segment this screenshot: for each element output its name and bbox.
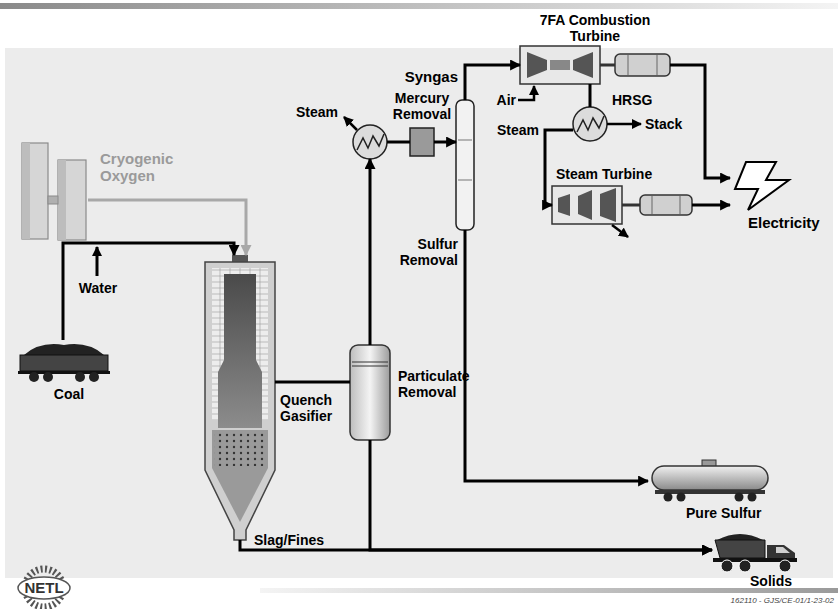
process-stream: [387, 141, 410, 144]
electricity-output: Electricity: [730, 160, 792, 212]
combustion-turbine-icon: [520, 46, 670, 84]
process-stream: [434, 141, 456, 144]
process-stream: [370, 440, 712, 550]
coal-feed: Coal: [18, 340, 110, 382]
steam-outlet-arrow: [344, 117, 357, 130]
logo-text: NETL: [14, 579, 74, 596]
steam-turbine-icon: [552, 186, 692, 224]
stream-label: Steam: [489, 122, 539, 138]
component-label: Steam: [286, 104, 338, 120]
component-label: Particulate Removal: [398, 368, 486, 400]
component-label: 7FA Combustion Turbine: [525, 12, 665, 44]
process-stream: [275, 381, 350, 384]
air-inlet-line: [518, 86, 534, 100]
component-label: Electricity: [748, 214, 834, 231]
component-label: Sulfur Removal: [392, 236, 458, 268]
oxygen-plant-icon: [22, 143, 86, 240]
sulfur-column-icon: [456, 100, 474, 230]
stream-label: Syngas: [392, 68, 458, 85]
stream-label: Slag/Fines: [254, 532, 338, 548]
component-label: HRSG: [612, 92, 658, 108]
drawing-number: 162110 - GJS/CE-01/1-23-02: [690, 596, 834, 606]
air-separation-unit: Cryogenic Oxygen: [20, 143, 88, 240]
sulfur-product: Pure Sulfur: [648, 460, 772, 502]
component-label: Pure Sulfur: [686, 505, 776, 521]
hrsg: HRSG: [573, 107, 607, 141]
quench-gasifier: Quench Gasifier: [205, 255, 275, 540]
water-arrow: [96, 247, 99, 276]
header-bar: [0, 3, 838, 9]
component-label: Quench Gasifier: [280, 392, 348, 424]
solids-product: Solids: [712, 532, 802, 572]
component-label: Solids: [750, 573, 808, 589]
particulate-filter: Particulate Removal: [350, 345, 390, 440]
mercury-removal: Mercury Removal: [410, 128, 434, 156]
component-label: Cryogenic Oxygen: [100, 150, 190, 184]
stream-label: Water: [72, 280, 124, 296]
sulfur-tankcar-icon: [652, 460, 768, 502]
sulfur-removal-column: Sulfur Removal: [456, 100, 474, 230]
diagram-ground: [5, 48, 833, 578]
process-stream: [88, 200, 246, 255]
heat-exchanger-icon: [353, 125, 387, 159]
steam-exhaust-arrow: [612, 225, 628, 237]
solids-truck-icon: [713, 534, 797, 572]
combustion-turbine: 7FA Combustion Turbine: [520, 46, 670, 84]
process-stream: [692, 204, 730, 207]
lightning-bolt-icon: [735, 162, 789, 210]
stack-arrow: [607, 123, 641, 126]
hrsg-icon: [573, 107, 607, 141]
particulate-filter-vessel: [350, 345, 390, 440]
component-label: Steam Turbine: [556, 166, 668, 182]
component-label: Mercury Removal: [386, 90, 458, 122]
syngas-cooler: Steam: [353, 125, 387, 159]
steam-turbine: Steam Turbine: [552, 186, 692, 224]
process-stream: [63, 243, 234, 340]
mercury-bed-icon: [410, 128, 434, 156]
coal-railcar-icon: [18, 344, 110, 382]
component-label: Coal: [36, 386, 102, 402]
stream-label: Stack: [645, 116, 695, 132]
gasifier-vessel: [205, 255, 275, 540]
process-stream: [369, 159, 372, 345]
process-stream: [589, 84, 592, 107]
stream-label: Air: [486, 92, 516, 108]
process-stream: [465, 230, 648, 481]
